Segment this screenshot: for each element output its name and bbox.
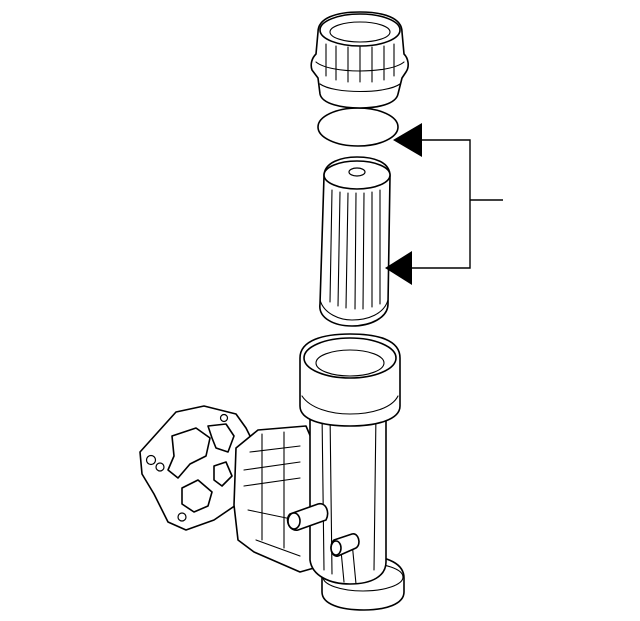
callout-arrow-o-ring <box>393 123 422 157</box>
housing-mounting-flange <box>139 405 253 531</box>
callout-bracket <box>385 123 503 285</box>
o-ring-seal <box>317 107 399 147</box>
callout-arrow-filter-element <box>385 251 412 285</box>
filter-housing <box>233 333 405 611</box>
filter-cap <box>310 11 409 109</box>
callout-leader-line <box>412 139 471 269</box>
filter-element <box>319 156 391 327</box>
